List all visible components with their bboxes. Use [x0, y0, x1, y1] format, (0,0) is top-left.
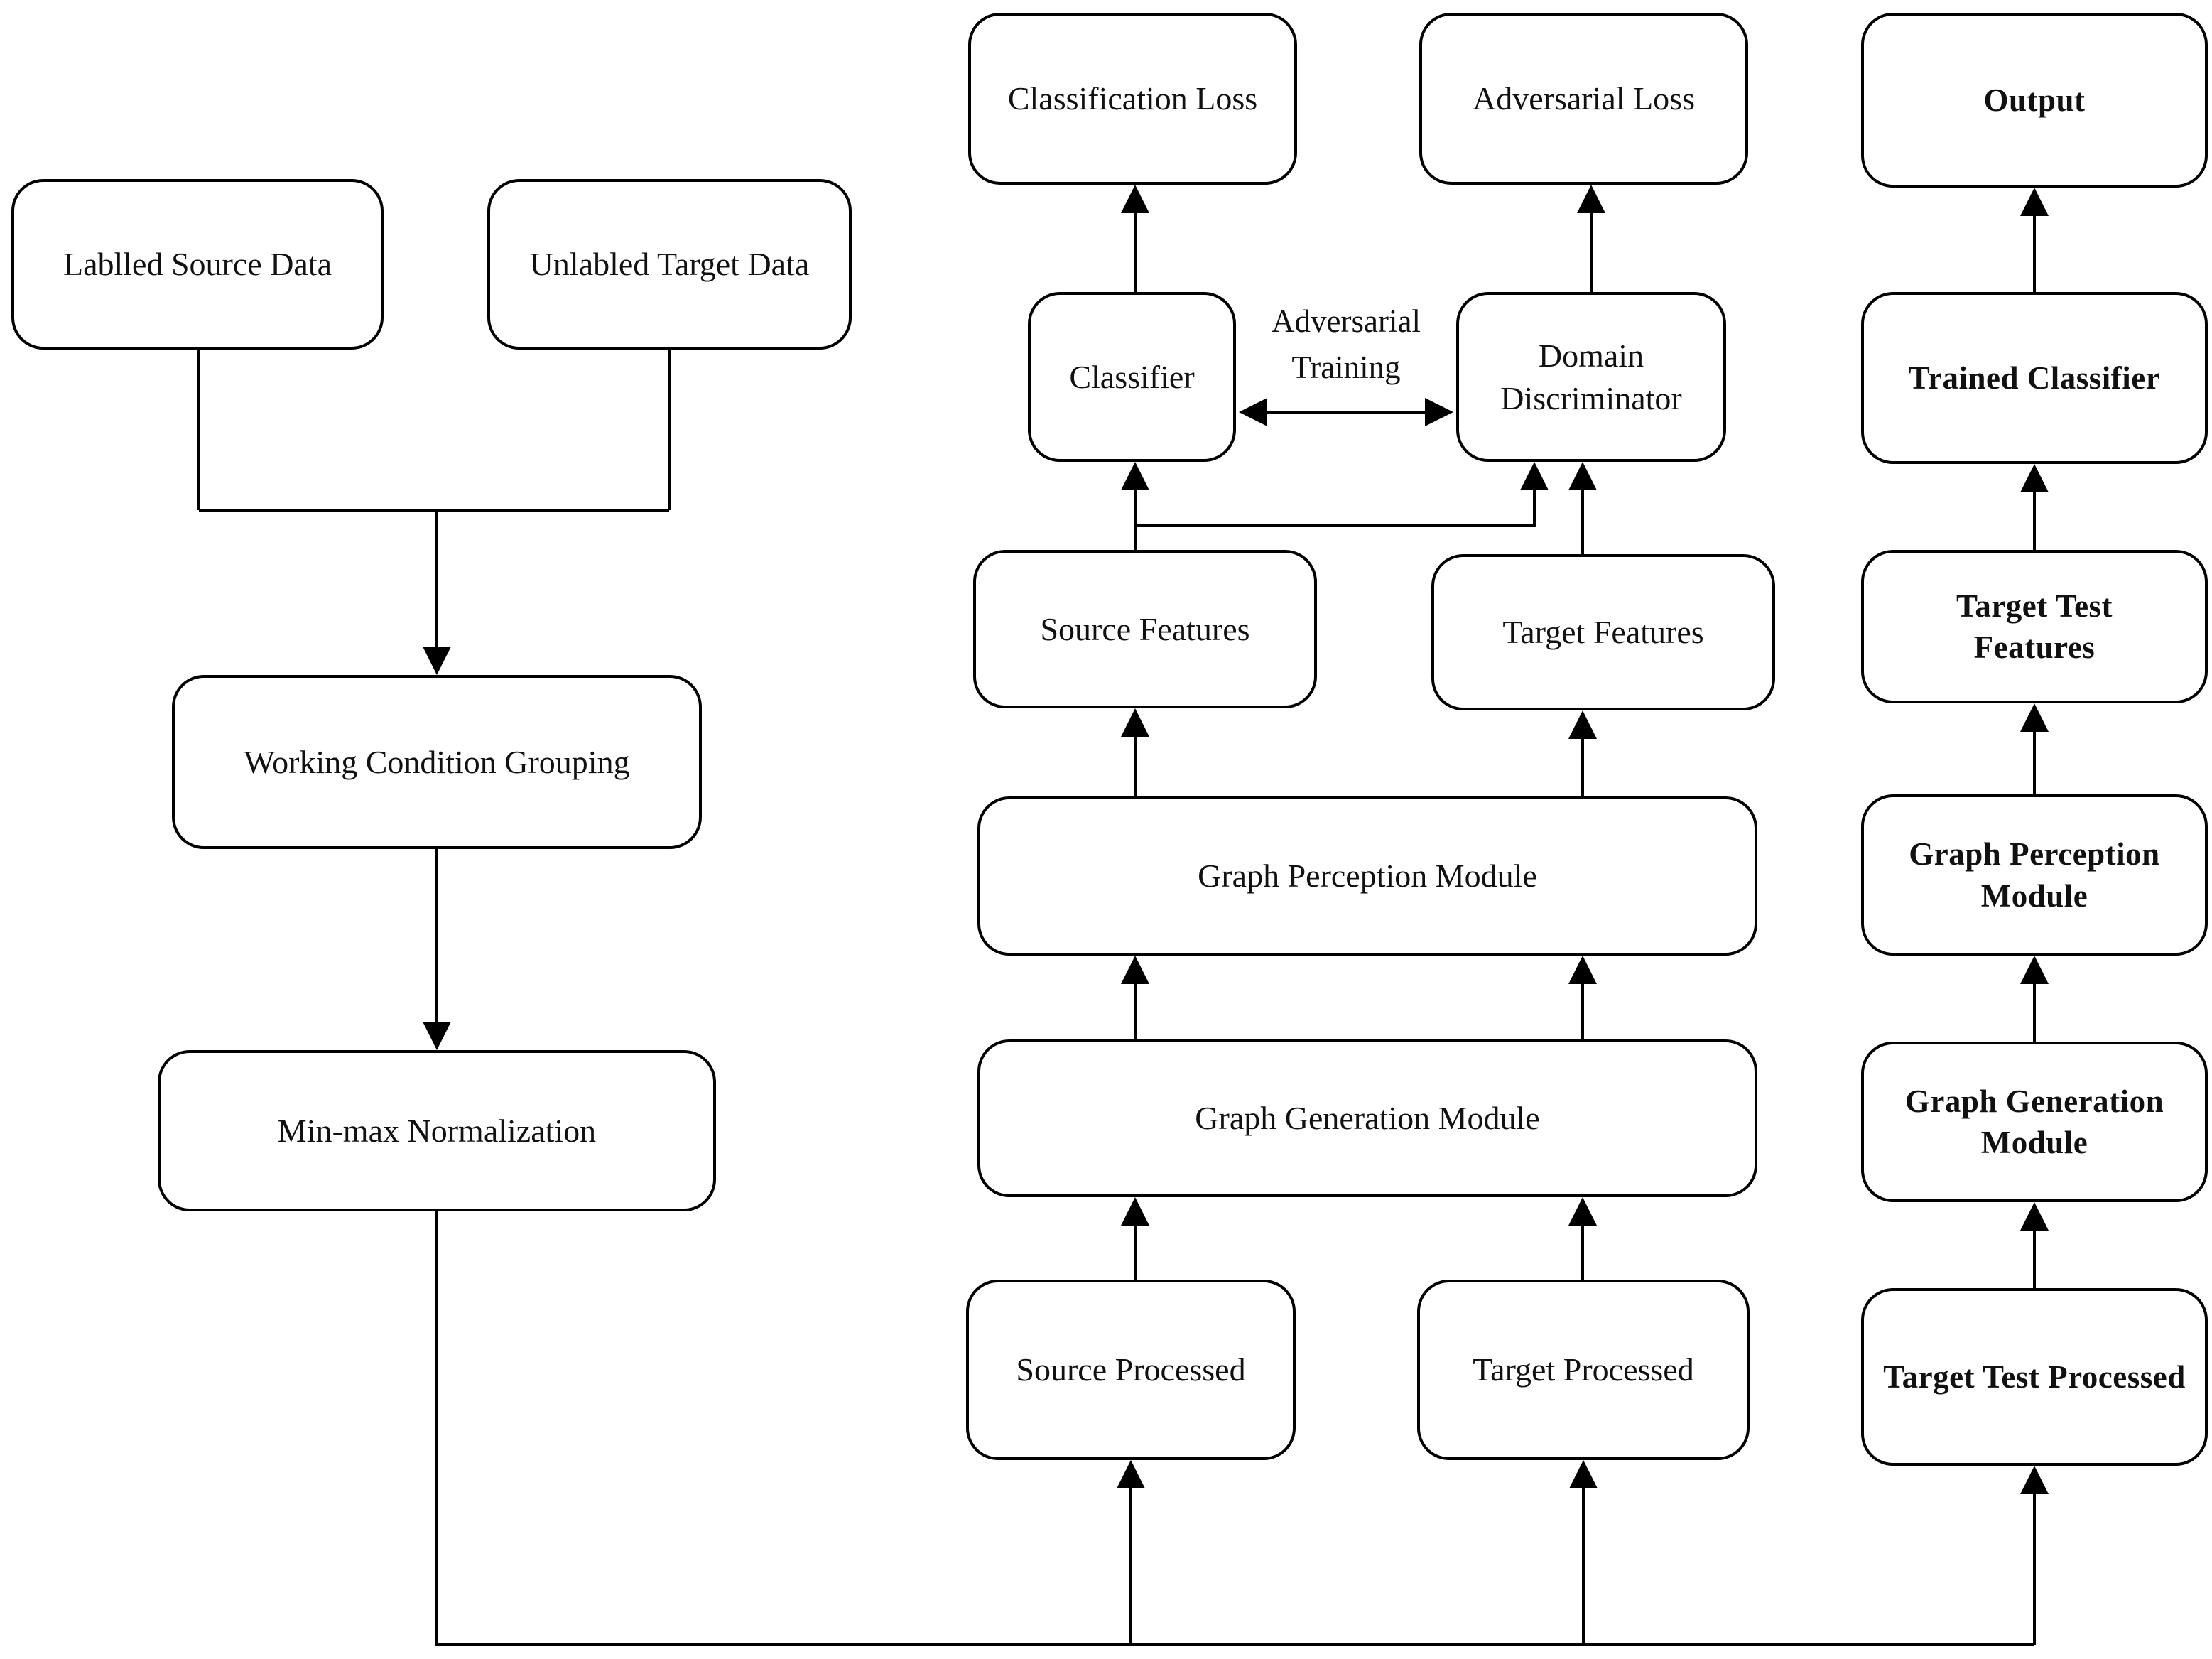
node-label: Graph Generation Module: [1195, 1100, 1540, 1137]
node-label: Graph Generation Module: [1904, 1083, 2164, 1161]
node-working-condition-grouping: Working Condition Grouping: [172, 675, 702, 849]
node-label: Target Test Features: [1956, 588, 2113, 666]
node-trained-classifier: Trained Classifier: [1861, 292, 2208, 464]
node-min-max-normalization: Min-max Normalization: [158, 1050, 716, 1211]
node-label: Unlabled Target Data: [529, 246, 810, 283]
node-label: Output: [1983, 82, 2086, 118]
node-label: Min-max Normalization: [277, 1112, 597, 1149]
node-domain-discriminator: Domain Discriminator: [1456, 292, 1726, 462]
node-source-features: Source Features: [973, 550, 1317, 708]
node-label: Target Test Processed: [1883, 1358, 2186, 1395]
node-classification-loss: Classification Loss: [968, 13, 1297, 185]
node-graph-perception-module-test: Graph Perception Module: [1861, 794, 2208, 956]
node-output: Output: [1861, 13, 2208, 188]
node-target-processed: Target Processed: [1417, 1280, 1750, 1460]
node-graph-perception-module: Graph Perception Module: [977, 796, 1757, 956]
node-source-processed: Source Processed: [966, 1280, 1296, 1460]
arrow-source-features-to-discriminator: [1135, 462, 1549, 527]
edge-source-data-merge: [197, 350, 671, 512]
node-label: Trained Classifier: [1908, 360, 2161, 396]
node-label: Target Features: [1502, 614, 1704, 651]
node-target-test-features: Target Test Features: [1861, 550, 2208, 703]
node-label: Adversarial Loss: [1473, 80, 1695, 117]
edge-bottom-rail: [435, 1211, 2034, 1646]
node-graph-generation-module-test: Graph Generation Module: [1861, 1042, 2208, 1202]
node-label: Classifier: [1069, 358, 1195, 395]
node-graph-generation-module: Graph Generation Module: [977, 1039, 1757, 1197]
node-classifier: Classifier: [1028, 292, 1236, 462]
node-adversarial-loss: Adversarial Loss: [1419, 13, 1748, 185]
node-unlabelled-target-data: Unlabled Target Data: [487, 179, 852, 350]
node-label: Working Condition Grouping: [244, 743, 630, 780]
node-label: Graph Perception Module: [1198, 858, 1537, 895]
node-label: Target Processed: [1473, 1351, 1694, 1388]
node-label: Domain Discriminator: [1500, 337, 1682, 416]
adversarial-training-label: Adversarial Training: [1272, 303, 1421, 386]
node-labelled-source-data: Lablled Source Data: [11, 179, 384, 350]
node-target-features: Target Features: [1431, 554, 1775, 710]
node-label: Classification Loss: [1007, 80, 1258, 117]
node-target-test-processed: Target Test Processed: [1861, 1288, 2208, 1466]
node-label: Lablled Source Data: [63, 246, 332, 283]
node-label: Graph Perception Module: [1909, 836, 2160, 914]
node-label: Source Processed: [1016, 1351, 1246, 1388]
node-label: Source Features: [1040, 610, 1250, 647]
